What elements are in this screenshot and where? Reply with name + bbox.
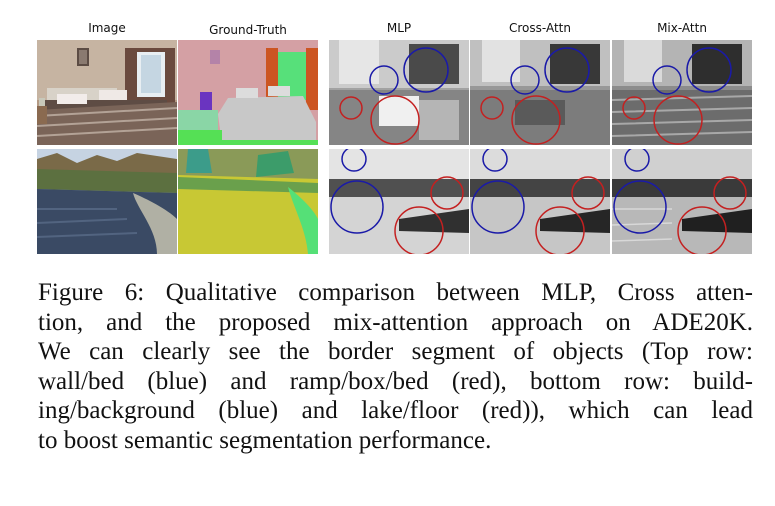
lake-mix-attn	[612, 149, 752, 254]
caption-line: ing/background (blue) and lake/floor (re…	[38, 397, 753, 424]
caption-line: Figure 6: Qualitative comparison between…	[38, 279, 753, 306]
column-header-mix-attn: Mix-Attn	[657, 21, 707, 35]
bedroom-ground-truth	[178, 40, 318, 145]
bedroom-cross-attn	[470, 40, 610, 145]
bedroom-mix-attn	[612, 40, 752, 145]
column-header-ground-truth: Ground-Truth	[209, 23, 287, 37]
figure-caption: Figure 6: Qualitative comparison between…	[38, 278, 753, 455]
caption-line: to boost semantic segmentation performan…	[38, 426, 492, 454]
bedroom-mlp	[329, 40, 469, 145]
bedroom-image	[37, 40, 177, 145]
caption-line: tion, and the proposed mix-attention app…	[38, 308, 753, 336]
column-header-image: Image	[88, 21, 126, 35]
lake-image	[37, 149, 177, 254]
column-header-mlp: MLP	[386, 21, 412, 35]
lake-mlp	[329, 149, 469, 254]
caption-line: wall/bed (blue) and ramp/box/bed (red), …	[38, 367, 753, 395]
lake-cross-attn	[470, 149, 610, 254]
lake-ground-truth	[178, 149, 318, 254]
column-header-cross-attn: Cross-Attn	[509, 21, 571, 35]
caption-line: We can clearly see the border segment of…	[38, 338, 753, 365]
